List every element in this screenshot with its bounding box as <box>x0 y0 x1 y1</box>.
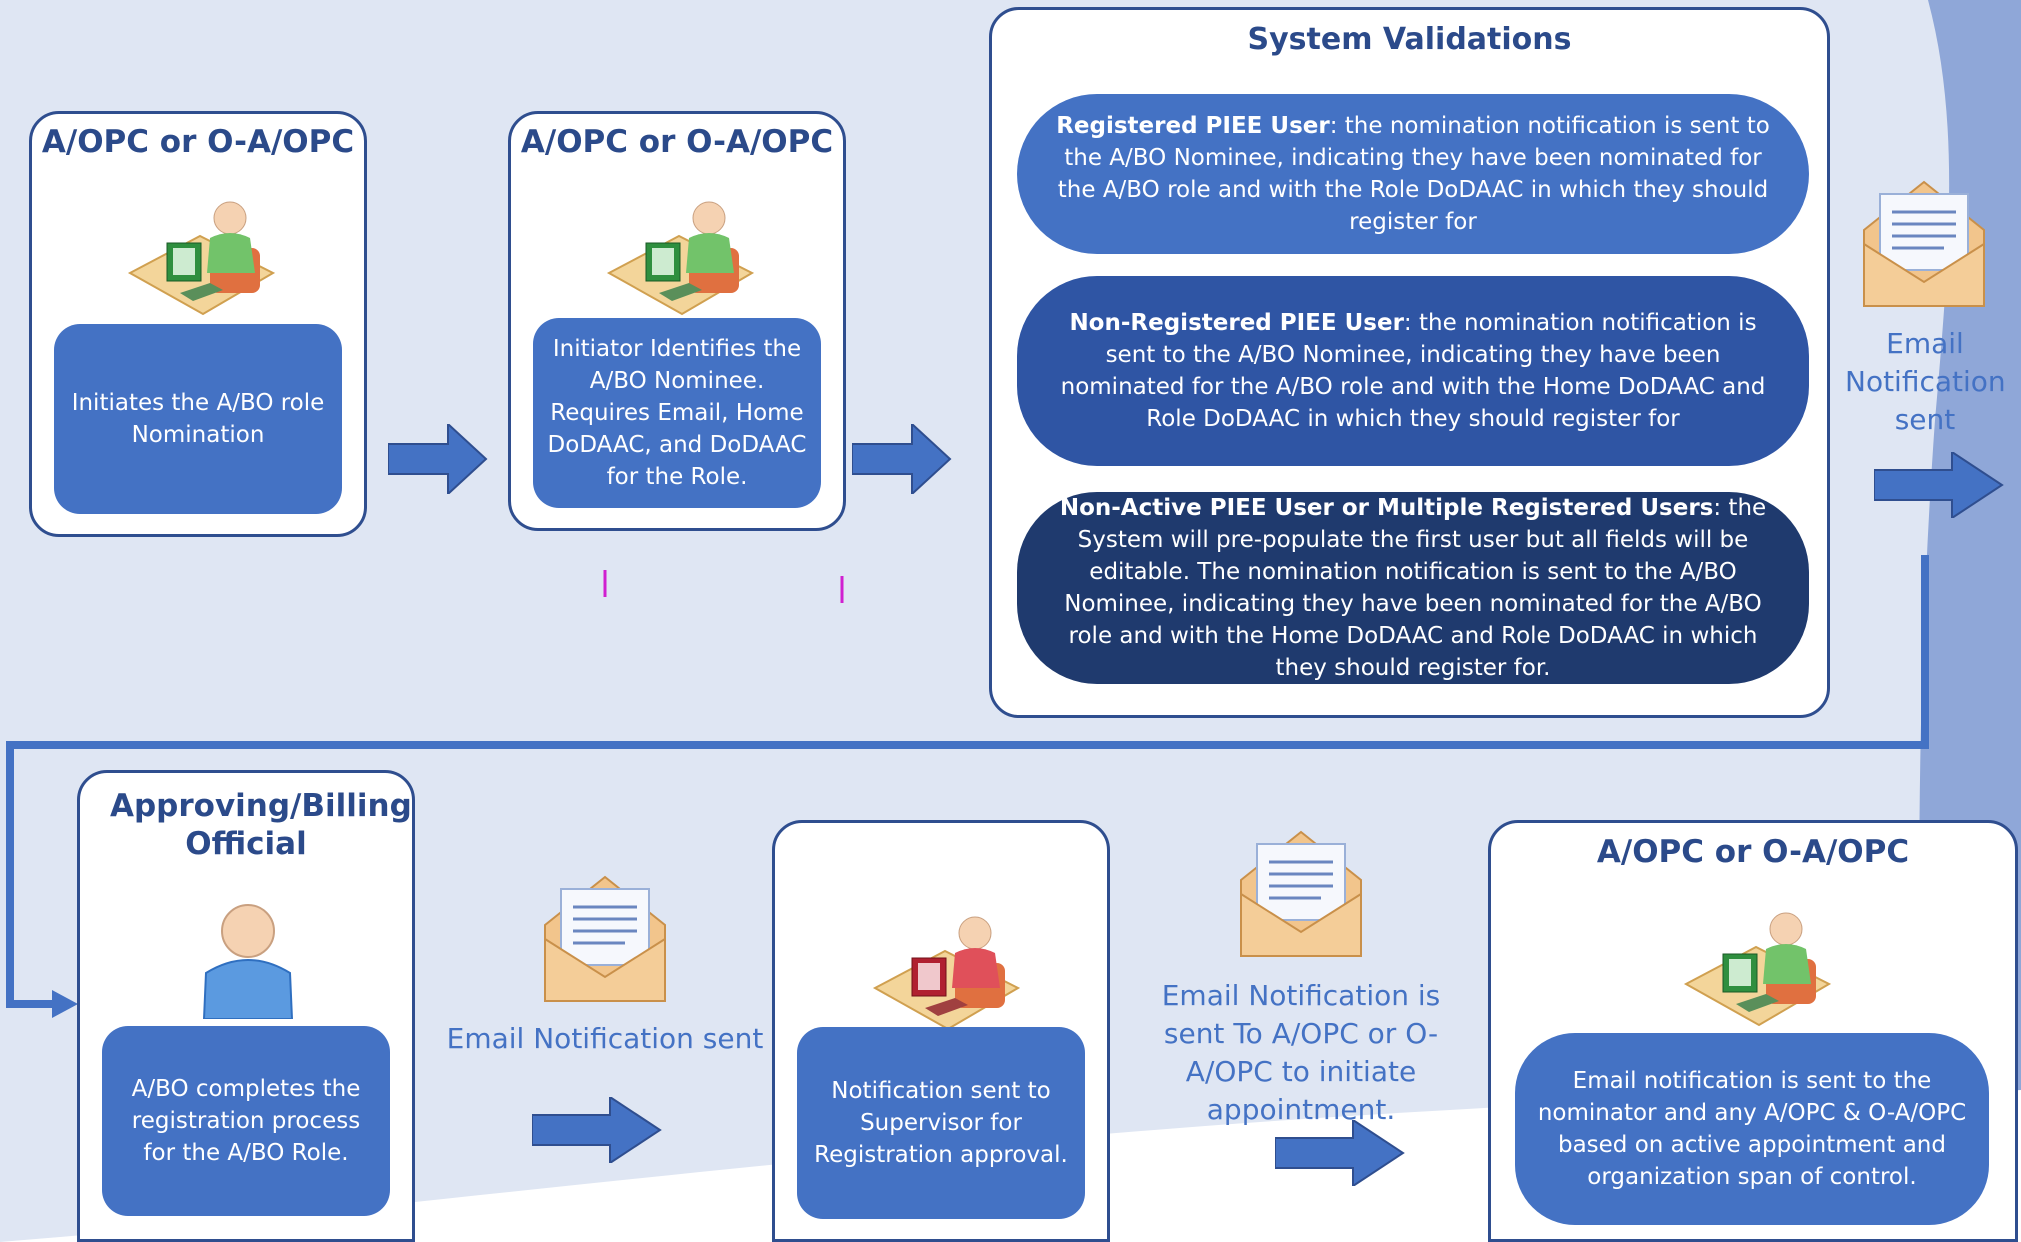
validation-registered-user: Registered PIEE User: the nomination not… <box>1017 94 1809 254</box>
user-at-computer-green-icon <box>1683 912 1831 1027</box>
user-at-computer-red-icon <box>872 916 1020 1031</box>
step1-text: Initiates the A/BO role Nomination <box>54 324 342 514</box>
step4-title: Approving/Billing Official <box>110 788 412 862</box>
step6-title: A/OPC or O-A/OPC <box>1596 834 1910 870</box>
arrow-right-icon <box>1275 1120 1405 1186</box>
arrow-right-icon <box>388 424 488 494</box>
validation-text: : the nomination notification is sent to… <box>1057 113 1770 235</box>
envelope-open-icon <box>544 875 666 1002</box>
step1-card: A/OPC or O-A/OPC Initiates the A/BO role… <box>29 111 367 537</box>
user-icon <box>202 904 294 1019</box>
validation-text: : the System will pre-populate the first… <box>1064 495 1767 681</box>
system-validations-card: System Validations Registered PIEE User:… <box>989 7 1830 718</box>
step1-title: A/OPC or O-A/OPC <box>41 124 355 160</box>
validation-lead: Non-Active PIEE User or Multiple Registe… <box>1059 495 1714 521</box>
email-notification-label: Email Notification is sent To A/OPC or O… <box>1161 979 1441 1126</box>
arrow-right-icon <box>1874 452 2004 518</box>
step2-title: A/OPC or O-A/OPC <box>520 124 834 160</box>
arrow-right-icon <box>532 1097 662 1163</box>
step2-text: Initiator Identifies the A/BO Nominee. R… <box>533 318 821 508</box>
validation-non-registered-user: Non-Registered PIEE User: the nomination… <box>1017 276 1809 466</box>
validation-lead: Registered PIEE User <box>1056 113 1330 139</box>
step6-text: Email notification is sent to the nomina… <box>1515 1033 1989 1225</box>
step6-card: A/OPC or O-A/OPC Email notification is s… <box>1488 820 2018 1242</box>
system-validations-title: System Validations <box>1247 22 1572 57</box>
step4-text: A/BO completes the registration process … <box>102 1026 390 1216</box>
envelope-open-icon <box>1240 830 1362 957</box>
arrow-right-icon <box>852 424 952 494</box>
validation-text: : the nomination notification is sent to… <box>1060 310 1766 432</box>
user-at-computer-green-icon <box>606 201 754 316</box>
step5-card: Notification sent to Supervisor for Regi… <box>772 820 1110 1242</box>
step2-card: A/OPC or O-A/OPC Initiator Identifies th… <box>508 111 846 531</box>
email-notification-label: Email Notification sent <box>446 1022 764 1055</box>
step4-card: Approving/Billing Official A/BO complete… <box>77 770 415 1242</box>
step5-text: Notification sent to Supervisor for Regi… <box>797 1027 1085 1219</box>
validation-lead: Non-Registered PIEE User <box>1069 310 1404 336</box>
envelope-open-icon <box>1863 180 1985 307</box>
validation-non-active-user: Non-Active PIEE User or Multiple Registe… <box>1017 492 1809 684</box>
user-at-computer-green-icon <box>127 201 275 316</box>
email-notification-label: Email Notification sent <box>1845 327 2006 436</box>
